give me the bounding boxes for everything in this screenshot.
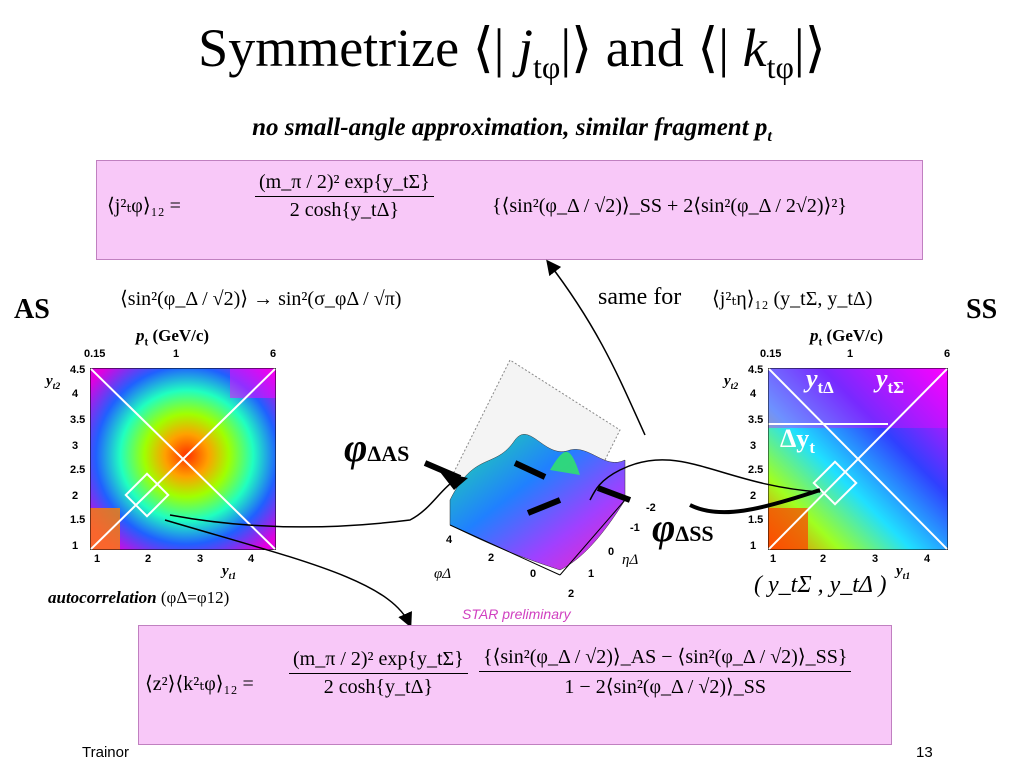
right-xtick: 4 [924, 553, 931, 565]
left-top-tick-0: 0.15 [84, 348, 106, 360]
right-ytick: 4 [750, 388, 757, 400]
eta-delta-axis-label: ηΔ [622, 552, 639, 568]
star-preliminary: STAR preliminary [462, 606, 571, 622]
left-y-ticks: 4.5 4 3.5 3 2.5 2 1.5 1 [70, 364, 86, 554]
right-ytick: 2 [750, 490, 757, 502]
phi-delta-ss-label: φΔSS [652, 505, 714, 550]
right-ytick: 3.5 [748, 414, 764, 426]
right-yts-label: ytΣ [876, 364, 905, 398]
autocorrelation-label: autocorrelation (φΔ=φ12) [48, 588, 230, 607]
right-xtick: 2 [820, 553, 827, 565]
right-yt2-label: yt2 [724, 373, 739, 392]
formula-top-fraction: (m_π / 2)² exp{y_tΣ} 2 cosh{y_tΔ} [255, 171, 434, 222]
left-ytick: 3.5 [70, 414, 86, 426]
phi-delta-axis-label: φΔ [434, 566, 452, 582]
left-xtick: 4 [248, 553, 255, 565]
right-ytick: 4.5 [748, 364, 764, 376]
formula-top-rhs: {⟨sin²(φ_Δ / √2)⟩_SS + 2⟨sin²(φ_Δ / 2√2)… [492, 195, 847, 217]
phi-tick: 4 [446, 534, 453, 546]
slide-title: Symmetrize ⟨| jtφ|⟩ and ⟨| ktφ|⟩ [198, 18, 826, 85]
right-xtick: 3 [872, 553, 879, 565]
eta-tick: 0 [608, 546, 615, 558]
formula-bottom-box: ⟨z²⟩⟨k²ₜφ⟩₁₂ = (m_π / 2)² exp{y_tΣ} 2 co… [138, 625, 892, 745]
ss-label: SS [966, 294, 998, 325]
formula-top-den: 2 cosh{y_tΔ} [289, 199, 400, 221]
left-ytick: 1.5 [70, 514, 86, 526]
formula-top-num: (m_π / 2)² exp{y_tΣ} [255, 171, 434, 197]
right-heatmap [768, 368, 948, 550]
left-top-tick-2: 6 [270, 348, 277, 360]
left-heatmap [90, 368, 276, 550]
right-yt1-label: yt1 [896, 563, 911, 582]
footer-author: Trainor [82, 744, 129, 761]
left-top-tick-1: 1 [173, 348, 180, 360]
right-ytd-label: ytΔ [806, 364, 834, 398]
right-ytick: 1 [750, 540, 757, 552]
right-ytick: 2.5 [748, 464, 764, 476]
formula-top-box: ⟨j²ₜφ⟩₁₂ = (m_π / 2)² exp{y_tΣ} 2 cosh{y… [96, 160, 923, 260]
eta-tick: 2 [568, 588, 575, 600]
eta-tick: -1 [630, 522, 640, 534]
footer-page-number: 13 [916, 744, 933, 761]
formula-bottom-fraction1: (m_π / 2)² exp{y_tΣ} 2 cosh{y_tΔ} [289, 648, 468, 699]
left-xtick: 1 [94, 553, 101, 565]
phi-tick: 2 [488, 552, 495, 564]
formula-mid-right: ⟨j²ₜη⟩₁₂ (y_tΣ, y_tΔ) [712, 288, 873, 310]
formula-bottom-fraction2: {⟨sin²(φ_Δ / √2)⟩_AS − ⟨sin²(φ_Δ / √2)⟩_… [479, 644, 852, 699]
left-ytick: 2 [72, 490, 79, 502]
formula-top-lhs: ⟨j²ₜφ⟩₁₂ = [107, 195, 181, 217]
slide-subtitle: no small-angle approximation, similar fr… [252, 114, 772, 145]
phi-tick: 0 [530, 568, 537, 580]
right-ytick: 1.5 [748, 514, 764, 526]
right-top-tick-0: 0.15 [760, 348, 782, 360]
left-yt1-label: yt1 [222, 563, 237, 582]
left-ytick: 2.5 [70, 464, 86, 476]
left-xtick: 3 [197, 553, 204, 565]
formula-bottom-den2: 1 − 2⟨sin²(φ_Δ / √2)⟩_SS [564, 676, 767, 698]
right-ytick: 3 [750, 440, 757, 452]
left-yt2-label: yt2 [46, 373, 61, 392]
right-top-tick-2: 6 [944, 348, 951, 360]
eta-tick: 1 [588, 568, 595, 580]
right-top-tick-1: 1 [847, 348, 854, 360]
formula-mid-left: ⟨sin²(φ_Δ / √2)⟩ → sin²(σ_φΔ / √π) [120, 288, 402, 310]
phi-delta-as-label: φΔAS [344, 425, 410, 470]
left-ytick: 1 [72, 540, 79, 552]
formula-bottom-num2: {⟨sin²(φ_Δ / √2)⟩_AS − ⟨sin²(φ_Δ / √2)⟩_… [479, 644, 852, 672]
yts-ytd-pair: ( y_tΣ , y_tΔ ) [754, 572, 887, 598]
left-pt-axis-label: pt (GeV/c) [136, 326, 210, 349]
formula-bottom-den1: 2 cosh{y_tΔ} [323, 676, 434, 698]
as-label: AS [14, 294, 50, 325]
right-xtick: 1 [770, 553, 777, 565]
left-xtick: 2 [145, 553, 152, 565]
formula-bottom-num1: (m_π / 2)² exp{y_tΣ} [289, 648, 468, 674]
center-3d-plot [423, 359, 632, 576]
right-pt-axis-label: pt (GeV/c) [810, 326, 884, 349]
right-dyt-label: Δyt [780, 424, 815, 458]
right-y-ticks: 4.5 4 3.5 3 2.5 2 1.5 1 [748, 364, 764, 554]
eta-tick: -2 [646, 502, 656, 514]
left-ytick: 4 [72, 388, 79, 400]
left-ytick: 3 [72, 440, 79, 452]
left-ytick: 4.5 [70, 364, 86, 376]
formula-bottom-lhs: ⟨z²⟩⟨k²ₜφ⟩₁₂ = [145, 673, 254, 695]
same-for-label: same for [598, 284, 682, 310]
